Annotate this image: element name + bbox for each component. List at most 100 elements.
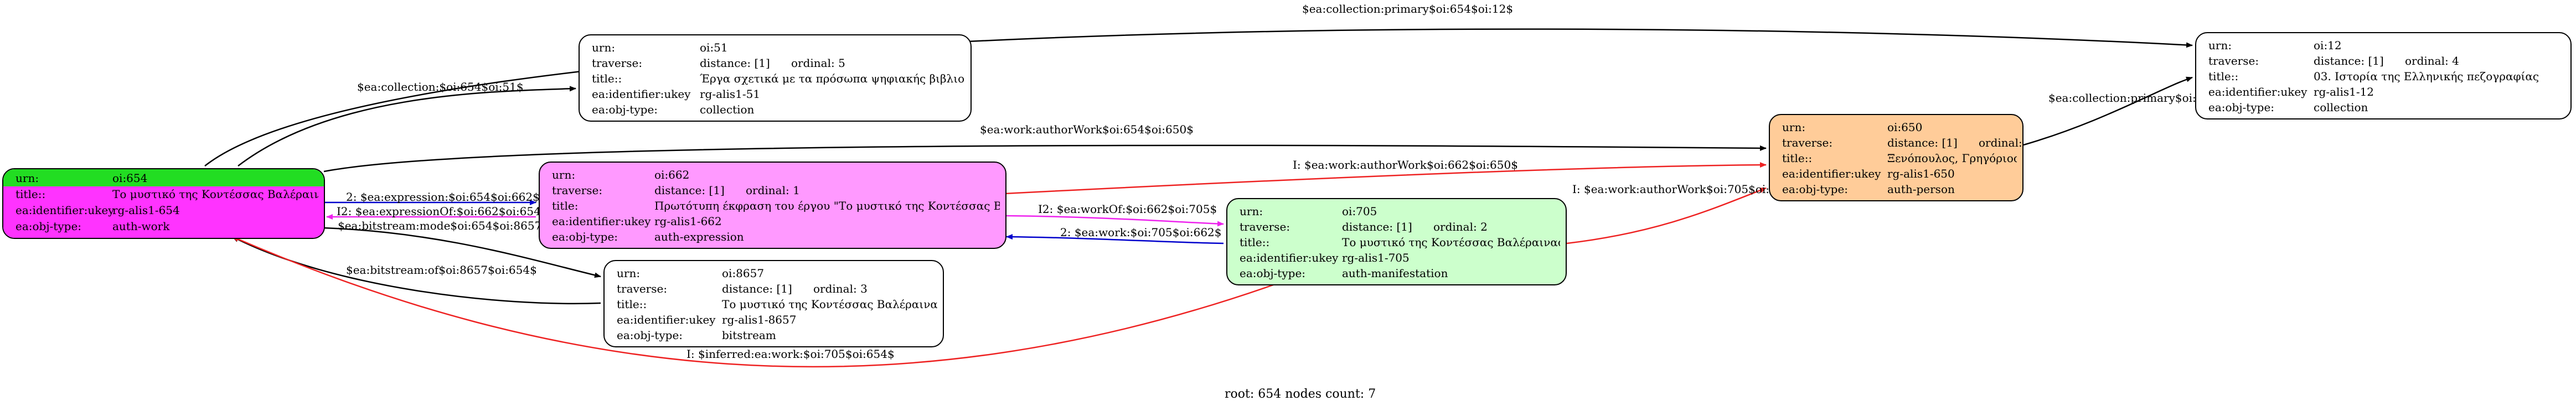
- type-label: ea:obj-type:: [16, 220, 82, 233]
- edge-label-654-51: $ea:collection:$oi:654$oi:51$: [357, 80, 524, 93]
- title-label: title::: [1782, 152, 1813, 165]
- type-label: ea:obj-type:: [2208, 101, 2275, 114]
- node-oi-662[interactable]: urn: oi:662 traverse: distance: [1] ordinal…: [539, 162, 1006, 249]
- type-value: collection: [2314, 101, 2368, 114]
- urn-label: urn:: [617, 267, 641, 280]
- type-value: bitstream: [722, 329, 776, 342]
- type-label: ea:obj-type:: [1782, 183, 1849, 196]
- type-value: auth-expression: [654, 230, 744, 243]
- traverse-label: traverse:: [592, 56, 643, 70]
- ukey-label: ea:identifier:ukey: [1240, 251, 1339, 264]
- title-label: title::: [2208, 70, 2239, 83]
- urn-label: urn:: [552, 168, 576, 181]
- graph-footer: root: 654 nodes count: 7: [1225, 387, 1376, 401]
- type-label: ea:obj-type:: [617, 329, 683, 342]
- title-value: Ξενόπουλος, Γρηγόριος: [1887, 152, 2017, 165]
- traverse-ordinal: ordinal: 4: [2405, 54, 2459, 67]
- urn-value: oi:705: [1342, 205, 1377, 218]
- type-value: collection: [700, 103, 755, 116]
- edge-705-662-work: [1006, 234, 1224, 244]
- title-label: title::: [1240, 236, 1270, 249]
- ukey-value: rg-alis1-650: [1887, 167, 1955, 180]
- traverse-label: traverse:: [1240, 220, 1290, 233]
- edge-654-12-collection-primary: [204, 28, 2193, 166]
- urn-value: oi:654: [112, 171, 148, 185]
- traverse-ordinal: ordinal: 1: [746, 184, 800, 197]
- ukey-value: rg-alis1-12: [2314, 85, 2374, 98]
- ukey-value: rg-alis1-705: [1342, 251, 1410, 264]
- title-label: title::: [617, 298, 647, 311]
- ukey-value: rg-alis1-654: [112, 204, 180, 217]
- urn-label: urn:: [1240, 205, 1263, 218]
- urn-label: urn:: [2208, 39, 2232, 52]
- title-label: title:: [552, 199, 579, 212]
- urn-value: oi:662: [654, 168, 690, 181]
- type-value: auth-work: [112, 220, 170, 233]
- traverse-distance: distance: [1]: [2314, 54, 2384, 67]
- ukey-value: rg-alis1-8657: [722, 313, 797, 326]
- ukey-value: rg-alis1-662: [654, 215, 722, 228]
- traverse-distance: distance: [1]: [1887, 136, 1958, 149]
- edge-662-650-authorwork: [1004, 162, 1767, 195]
- node-oi-12[interactable]: urn: oi:12 traverse: distance: [1] ordinal:…: [2195, 32, 2572, 119]
- urn-label: urn:: [592, 41, 616, 54]
- node-654-header: [3, 169, 324, 186]
- traverse-distance: distance: [1]: [700, 56, 770, 70]
- ukey-label: ea:identifier:ukey: [1782, 167, 1881, 180]
- traverse-distance: distance: [1]: [722, 282, 792, 295]
- edge-705-654-inferred: [232, 236, 1274, 368]
- node-oi-654[interactable]: urn:oi:654 title::Το μυστικό της Κοντέσσ…: [2, 168, 325, 239]
- ukey-label: ea:identifier:ukey: [552, 215, 651, 228]
- traverse-ordinal: ordinal: 5: [791, 56, 845, 70]
- edge-654-51-collection: [238, 86, 576, 166]
- urn-value: oi:12: [2314, 39, 2342, 52]
- traverse-distance: distance: [1]: [1342, 220, 1412, 233]
- edge-label-705-662: 2: $ea:work:$oi:705$oi:662$: [1060, 226, 1222, 239]
- ukey-label: ea:identifier:ukey: [2208, 85, 2307, 98]
- type-value: auth-manifestation: [1342, 267, 1448, 280]
- ukey-value: rg-alis1-51: [700, 87, 761, 101]
- traverse-ordinal: ordinal: 3: [813, 282, 868, 295]
- urn-value: oi:8657: [722, 267, 765, 280]
- type-value: auth-person: [1887, 183, 1955, 196]
- traverse-ordinal: ordinal: 6: [1979, 136, 2022, 149]
- type-label: ea:obj-type:: [1240, 267, 1306, 280]
- edge-label-654-12: $ea:collection:primary$oi:654$oi:12$: [1302, 2, 1514, 15]
- edge-label-662-654: I2: $ea:expressionOf:$oi:662$oi:654$: [337, 205, 548, 218]
- ukey-label: ea:identifier:ukey: [592, 87, 691, 101]
- edge-705-650-authorwork: [1566, 187, 1767, 244]
- node-oi-51[interactable]: urn: oi:51 traverse: distance: [1] ordinal:…: [579, 34, 972, 122]
- urn-value: oi:650: [1887, 121, 1923, 134]
- edge-label-654-650: $ea:work:authorWork$oi:654$oi:650$: [980, 123, 1194, 136]
- edge-650-12-collection-primary: [2023, 76, 2193, 146]
- title-value: Έργα σχετικά με τα πρόσωπα ψηφιακής βιβλ…: [700, 72, 965, 85]
- edge-label-705-650: I: $ea:work:authorWork$oi:705$oi:650$: [1572, 183, 1798, 196]
- title-value: Το μυστικό της Κοντέσσας Βαλέραινας: [112, 188, 318, 201]
- type-label: ea:obj-type:: [592, 103, 658, 116]
- node-oi-650[interactable]: urn:oi:650 traverse:distance: [1]ordinal…: [1769, 114, 2023, 201]
- node-oi-705[interactable]: urn: oi:705 traverse: distance: [1] ordinal…: [1226, 198, 1567, 285]
- title-value: Το μυστικό της Κοντέσσας Βαλέραινας: [1342, 236, 1560, 249]
- edge-654-650-authorwork: [323, 144, 1767, 173]
- title-value: Το μυστικό της Κοντέσσας Βαλέραινας.jpg: [722, 298, 937, 311]
- traverse-label: traverse:: [2208, 54, 2259, 67]
- urn-label: urn:: [1782, 121, 1806, 134]
- title-label: title::: [592, 72, 622, 85]
- urn-value: oi:51: [700, 41, 728, 54]
- title-value: Πρωτότυπη έκφραση του έργου "Το μυστικό …: [654, 199, 1000, 212]
- traverse-distance: distance: [1]: [654, 184, 725, 197]
- edge-label-705-654-inferred: I: $inferred:ea:work:$oi:705$oi:654$: [686, 347, 895, 361]
- edge-label-662-650: I: $ea:work:authorWork$oi:662$oi:650$: [1293, 158, 1518, 171]
- edge-label-662-705: I2: $ea:workOf:$oi:662$oi:705$: [1038, 202, 1217, 216]
- traverse-ordinal: ordinal: 2: [1433, 220, 1488, 233]
- edge-label-8657-654: $ea:bitstream:of$oi:8657$oi:654$: [346, 263, 537, 277]
- node-oi-8657[interactable]: urn: oi:8657 traverse: distance: [1] ordina…: [603, 260, 944, 347]
- type-label: ea:obj-type:: [552, 230, 618, 243]
- traverse-label: traverse:: [552, 184, 603, 197]
- ukey-label: ea:identifier:ukey: [16, 204, 115, 217]
- edge-label-654-8657: $ea:bitstream:mode$oi:654$oi:8657$: [338, 219, 549, 232]
- ukey-label: ea:identifier:ukey: [617, 313, 716, 326]
- edge-654-8657-bitstream-mode: [323, 227, 601, 278]
- traverse-label: traverse:: [617, 282, 668, 295]
